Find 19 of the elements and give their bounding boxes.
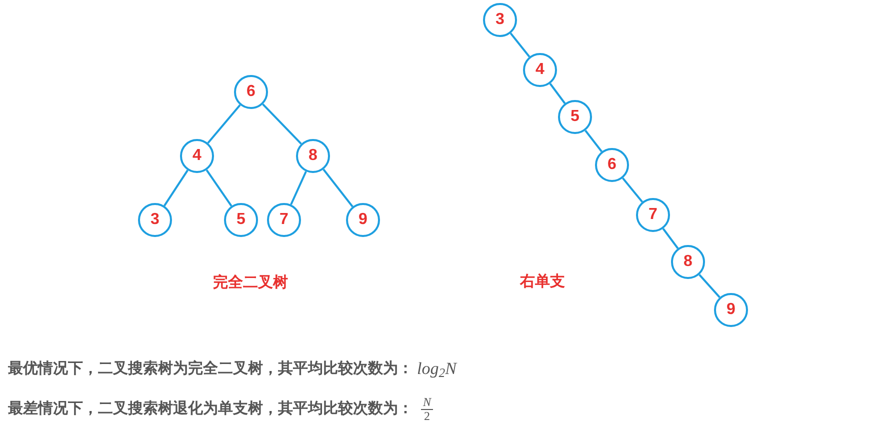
math-formula: log$_{2}$N — [417, 358, 456, 382]
tree-caption: 右单支 — [520, 272, 565, 292]
fraction-numerator: N — [422, 396, 431, 409]
tree-edge — [622, 178, 643, 202]
tree-edge — [698, 274, 720, 298]
tree-edge — [207, 104, 241, 144]
tree-edge — [290, 171, 307, 205]
fraction-denominator: 2 — [424, 410, 430, 423]
tree-edge — [584, 130, 602, 152]
note-text: 最差情况下，二叉搜索树退化为单支树，其平均比较次数为： — [8, 399, 413, 420]
tree-edge — [510, 32, 530, 58]
tree-edge — [206, 169, 232, 207]
tree-edge — [549, 83, 566, 104]
tree-edge — [163, 170, 189, 206]
tree-edge — [662, 228, 679, 249]
tree-caption: 完全二叉树 — [213, 273, 288, 293]
tree-edge — [262, 104, 302, 144]
note-text: 最优情况下，二叉搜索树为完全二叉树，其平均比较次数为： — [8, 358, 413, 378]
tree-edge — [322, 168, 354, 208]
